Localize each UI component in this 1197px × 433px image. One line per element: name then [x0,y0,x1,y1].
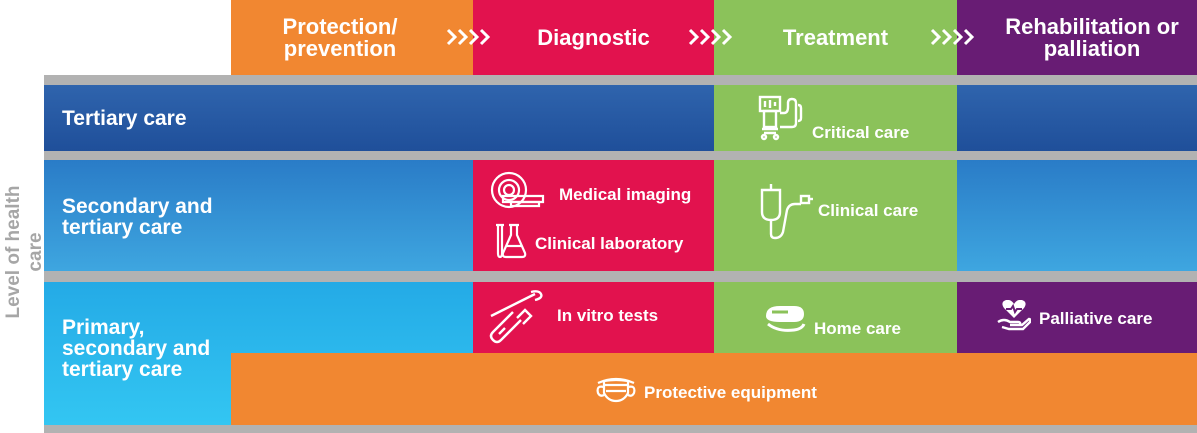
phase-label: Treatment [782,24,889,50]
item-clinical-care: Clinical care [754,180,918,247]
item-label: Clinical laboratory [535,233,684,253]
row-separator [44,151,1197,160]
phase-label: Rehabilitation or palliation [1005,13,1179,61]
swab-tube-icon [487,290,545,351]
item-in-vitro-tests: In vitro tests [487,290,658,351]
cell-treatment-primary: Home care [714,282,957,353]
ct-scanner-icon [489,170,551,219]
item-label: Palliative care [1039,308,1153,328]
phase-label: Protection/ prevention [282,13,398,61]
item-label: Clinical care [818,200,919,220]
item-label: Protective equipment [644,382,817,402]
phase-rehabilitation-palliation: Rehabilitation or palliation [957,0,1197,75]
phase-protection-prevention: Protection/ prevention [231,0,473,75]
item-critical-care: Critical care [754,93,909,148]
cell-diagnostic-primary: In vitro tests [473,282,714,353]
row-separator [44,425,1197,433]
lab-flask-icon [493,222,527,265]
pulse-oximeter-icon [764,304,806,339]
cell-rehab-tertiary [957,85,1197,151]
cell-critical-care: Critical care [714,85,957,151]
row-separator [44,271,1197,282]
item-label: Critical care [812,122,910,142]
cell-rehab-secondary [957,160,1197,271]
iv-drip-icon [754,180,814,247]
chevron-arrow-icon [688,28,736,51]
axis-label-level-of-health-care: Level of health care [3,185,46,319]
cell-protective-equipment: Protective equipment [231,353,1197,425]
cell-rehab-primary: Palliative care [957,282,1197,353]
cell-treatment-secondary: Clinical care [714,160,957,271]
item-medical-imaging: Medical imaging [489,170,691,219]
row-separator [44,75,1197,85]
phase-treatment: Treatment [714,0,957,75]
face-mask-icon [596,377,636,408]
chevron-arrow-icon [930,28,978,51]
item-clinical-laboratory: Clinical laboratory [493,222,683,265]
chevron-arrow-icon [446,28,494,51]
item-protective-equipment: Protective equipment [596,377,817,408]
phase-label: Diagnostic [537,24,650,50]
hand-heart-icon [997,299,1032,337]
item-label: Home care [814,318,901,338]
level-label-tertiary: Tertiary care [62,107,187,130]
item-label: Medical imaging [559,184,692,204]
cell-diagnostic-secondary: Medical imaging Clinical laboratory [473,160,714,271]
item-label: In vitro tests [557,305,659,325]
level-label-primary: Primary, secondary and tertiary care [62,316,211,381]
ventilator-icon [754,93,812,148]
phase-diagnostic: Diagnostic [473,0,714,75]
item-palliative-care: Palliative care [997,299,1153,337]
item-home-care: Home care [764,304,901,339]
level-label-secondary: Secondary and tertiary care [62,195,213,239]
